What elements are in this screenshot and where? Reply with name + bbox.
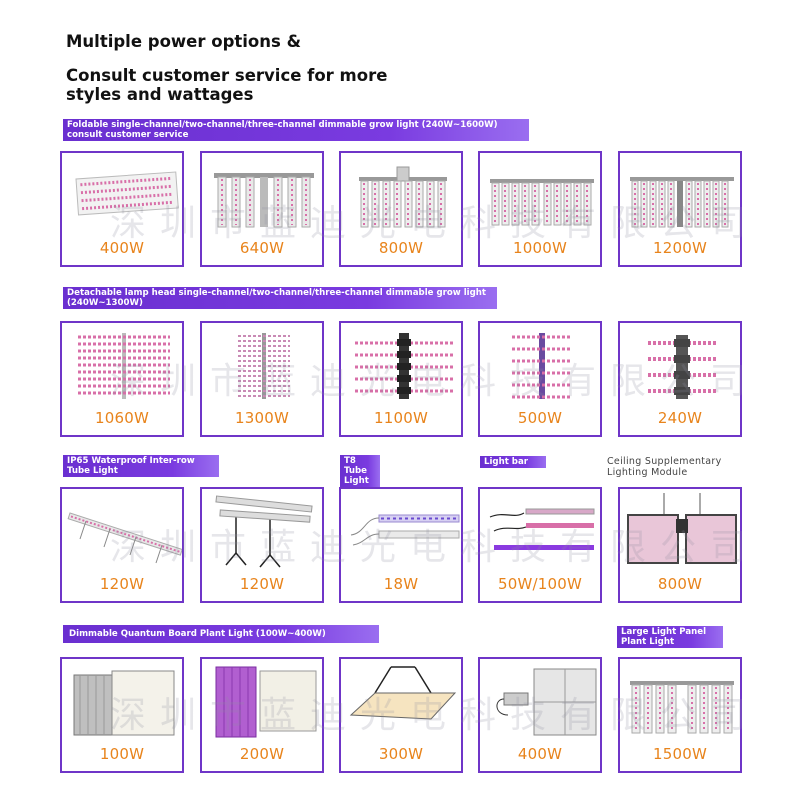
wattage-label: 1000W [512, 239, 567, 257]
detachable-light-image [355, 333, 453, 399]
wattage-label: 18W [383, 575, 419, 593]
product-card-200w[interactable]: 200W [200, 657, 324, 773]
banner-interrow: IP65 Waterproof Inter-row Tube Light [63, 455, 219, 477]
foldable-light-image [630, 177, 734, 228]
headline-consult: Consult customer service for more styles… [66, 66, 388, 104]
banner-panel: Large Light Panel Plant Light [617, 626, 723, 648]
foldable-light-image [75, 171, 179, 216]
label-ceiling: Ceiling Supplementary Lighting Module [607, 456, 722, 478]
ceiling-module-image [627, 493, 737, 564]
detachable-light-image [78, 333, 170, 399]
product-card-100w[interactable]: 100W [60, 657, 184, 773]
wattage-label: 640W [239, 239, 285, 257]
banner-quantum: Dimmable Quantum Board Plant Light (100W… [63, 625, 379, 643]
t8-tube-image [350, 514, 460, 546]
wattage-label: 120W [99, 575, 145, 593]
wattage-label: 1060W [94, 409, 149, 427]
banner-foldable: Foldable single-channel/two-channel/thre… [63, 119, 529, 141]
wattage-label: 500W [517, 409, 563, 427]
detachable-light-image [238, 333, 290, 399]
wattage-label: 1200W [652, 239, 707, 257]
quantum-board-image [215, 666, 317, 738]
product-card-640w[interactable]: 640W [200, 151, 324, 267]
wattage-label: 1500W [652, 745, 707, 763]
wattage-label: 1300W [234, 409, 289, 427]
product-card-1300w[interactable]: 1300W [200, 321, 324, 437]
quantum-board-image [496, 668, 597, 736]
product-card-1000w[interactable]: 1000W [478, 151, 602, 267]
foldable-light-image [214, 173, 314, 228]
headline-power-options: Multiple power options & [66, 32, 301, 51]
product-card-120w-interrow[interactable]: 120W [60, 487, 184, 603]
detachable-light-image [512, 333, 572, 399]
product-card-400w[interactable]: 400W [60, 151, 184, 267]
foldable-light-image [490, 179, 594, 226]
product-card-1200w[interactable]: 1200W [618, 151, 742, 267]
product-card-300w[interactable]: 300W [339, 657, 463, 773]
product-card-240w[interactable]: 240W [618, 321, 742, 437]
wattage-label: 240W [657, 409, 703, 427]
product-card-50w-100w[interactable]: 50W/100W [478, 487, 602, 603]
product-card-1500w[interactable]: 1500W [618, 657, 742, 773]
light-panel-image [630, 681, 734, 734]
wattage-label: 300W [378, 745, 424, 763]
wattage-label: 100W [99, 745, 145, 763]
wattage-label: 800W [378, 239, 424, 257]
banner-lightbar: Light bar [480, 456, 546, 468]
wattage-label: 400W [99, 239, 145, 257]
wattage-label: 120W [239, 575, 285, 593]
product-card-18w[interactable]: 18W [339, 487, 463, 603]
tripod-tube-image [215, 495, 313, 568]
product-card-1100w[interactable]: 1100W [339, 321, 463, 437]
wattage-label: 50W/100W [497, 575, 583, 593]
foldable-light-image [359, 166, 447, 228]
banner-t8: T8 Tube Light [340, 455, 380, 487]
interrow-tube-image [67, 512, 182, 564]
product-card-500w[interactable]: 500W [478, 321, 602, 437]
light-bar-image [489, 508, 595, 550]
wattage-label: 400W [517, 745, 563, 763]
detachable-light-image [648, 335, 716, 399]
wattage-label: 1100W [373, 409, 428, 427]
product-card-800w[interactable]: 800W [339, 151, 463, 267]
wattage-label: 200W [239, 745, 285, 763]
product-card-800w-ceiling[interactable]: 800W [618, 487, 742, 603]
quantum-board-image [349, 666, 457, 720]
product-card-120w-stand[interactable]: 120W [200, 487, 324, 603]
product-card-1060w[interactable]: 1060W [60, 321, 184, 437]
banner-detachable: Detachable lamp head single-channel/two-… [63, 287, 497, 309]
product-card-400w-quantum[interactable]: 400W [478, 657, 602, 773]
wattage-label: 800W [657, 575, 703, 593]
quantum-board-image [73, 670, 175, 736]
